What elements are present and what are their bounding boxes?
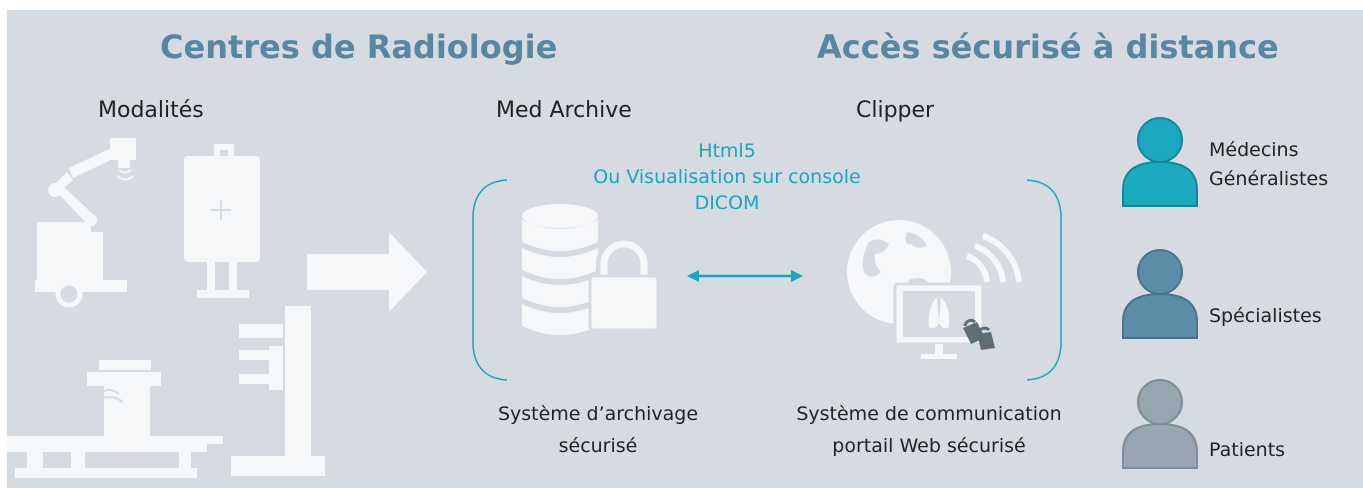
caption-archive: Système d’archivage sécurisé bbox=[462, 398, 734, 462]
label-clipper: Clipper bbox=[856, 98, 935, 123]
padlocks-icon bbox=[963, 318, 995, 350]
label-specialists: Spécialistes bbox=[1209, 305, 1322, 327]
caption-portal-line2: portail Web sécurisé bbox=[832, 435, 1026, 457]
label-general-practitioners: Médecins Généralistes bbox=[1209, 136, 1328, 194]
modalities-illustration bbox=[7, 117, 1198, 478]
bidirectional-arrow-icon bbox=[687, 270, 803, 282]
portal-bracket-right bbox=[1026, 179, 1062, 381]
caption-portal-line1: Système de communication bbox=[796, 403, 1062, 425]
link-line-html5: Html5 bbox=[698, 140, 756, 162]
user-general-practitioners-icon bbox=[1122, 117, 1198, 207]
link-line-console: Ou Visualisation sur console bbox=[593, 166, 861, 188]
label-gp-line2: Généralistes bbox=[1209, 168, 1329, 190]
link-line-dicom: DICOM bbox=[694, 192, 760, 214]
label-gp-line1: Médecins bbox=[1209, 139, 1299, 161]
web-portal-icon bbox=[847, 220, 1022, 359]
flow-arrow-icon bbox=[307, 232, 427, 312]
label-patients: Patients bbox=[1209, 439, 1286, 461]
mammography-icon bbox=[231, 306, 325, 476]
label-modalities: Modalités bbox=[98, 98, 204, 123]
wall-detector-icon bbox=[184, 144, 260, 298]
mobile-xray-icon bbox=[35, 138, 136, 308]
xray-table-icon bbox=[7, 360, 223, 478]
link-description: Html5 Ou Visualisation sur console DICOM bbox=[567, 138, 887, 216]
database-lock-icon bbox=[522, 204, 660, 335]
diagram-canvas: Centres de Radiologie Accès sécurisé à d… bbox=[7, 10, 1363, 488]
heading-radiology-centers: Centres de Radiologie bbox=[160, 28, 558, 66]
archive-bracket-left bbox=[472, 179, 508, 381]
caption-archive-line2: sécurisé bbox=[558, 435, 638, 457]
user-specialists-icon bbox=[1122, 249, 1198, 339]
caption-archive-line1: Système d’archivage bbox=[497, 403, 699, 425]
user-patients-icon bbox=[1122, 379, 1198, 469]
label-med-archive: Med Archive bbox=[496, 98, 632, 123]
caption-portal: Système de communication portail Web séc… bbox=[759, 398, 1099, 462]
heading-remote-access: Accès sécurisé à distance bbox=[817, 28, 1279, 66]
